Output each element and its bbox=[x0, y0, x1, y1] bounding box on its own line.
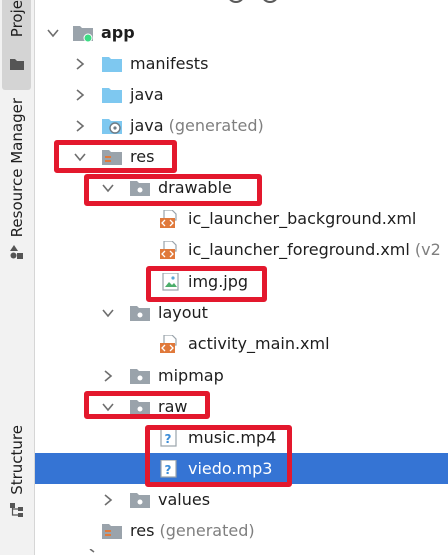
chevron-right-icon[interactable] bbox=[73, 88, 87, 102]
package-folder-icon bbox=[130, 368, 150, 384]
tree-row-music[interactable]: ? music.mp4 bbox=[35, 422, 448, 453]
tree-row-res-generated[interactable]: res (generated) bbox=[35, 515, 448, 546]
tree-row-java[interactable]: java bbox=[35, 79, 448, 110]
java-generated-suffix: (generated) bbox=[168, 115, 264, 135]
generated-folder-icon bbox=[102, 118, 122, 134]
tree-row-raw[interactable]: raw bbox=[35, 391, 448, 422]
ic-fg-name: ic_launcher_foreground.xml bbox=[188, 239, 410, 259]
tree-label-drawable: drawable bbox=[158, 177, 232, 197]
resource-manager-tab-label: Resource Manager bbox=[7, 98, 26, 238]
tree-label-java: java bbox=[130, 84, 164, 104]
tree-label-values: values bbox=[158, 489, 211, 509]
res-folder-icon bbox=[102, 149, 122, 165]
tree-row-app[interactable]: app bbox=[35, 17, 448, 48]
project-tool-tab[interactable]: Proje bbox=[2, 0, 31, 90]
tree-row-layout[interactable]: layout bbox=[35, 297, 448, 328]
tree-label-viedo: viedo.mp3 bbox=[188, 458, 273, 478]
package-folder-icon bbox=[130, 180, 150, 196]
xml-file-icon bbox=[160, 209, 177, 228]
chevron-right-icon[interactable] bbox=[101, 369, 115, 383]
tree-label-java-generated: java (generated) bbox=[130, 116, 264, 136]
chevron-down-icon[interactable] bbox=[73, 150, 87, 164]
resource-manager-tool-tab[interactable]: Resource Manager bbox=[2, 98, 31, 283]
tree-row-activity-main[interactable]: activity_main.xml bbox=[35, 328, 448, 359]
java-generated-name: java bbox=[130, 115, 164, 135]
chevron-down-icon[interactable] bbox=[101, 306, 115, 320]
xml-file-icon bbox=[160, 240, 177, 259]
tree-row-manifests[interactable]: manifests bbox=[35, 48, 448, 79]
tree-label-mipmap: mipmap bbox=[158, 365, 224, 385]
chevron-down-icon[interactable] bbox=[101, 400, 115, 414]
folder-icon bbox=[102, 87, 122, 103]
unknown-file-icon: ? bbox=[160, 428, 177, 447]
project-tab-label: Proje bbox=[7, 0, 26, 38]
tree-row-ic-launcher-foreground[interactable]: ic_launcher_foreground.xml (v2 bbox=[35, 234, 448, 265]
project-tree[interactable]: app manifests java java (generated) res … bbox=[35, 0, 448, 555]
tree-label-app: app bbox=[101, 22, 135, 42]
chevron-right-icon bbox=[89, 549, 95, 553]
image-file-icon bbox=[162, 272, 179, 291]
svg-text:?: ? bbox=[165, 463, 172, 477]
module-icon bbox=[73, 25, 93, 42]
package-folder-icon bbox=[130, 399, 150, 415]
tree-label-ic-launcher-foreground: ic_launcher_foreground.xml (v2 bbox=[188, 240, 441, 260]
tree-label-activity-main: activity_main.xml bbox=[188, 333, 330, 353]
res-generated-suffix: (generated) bbox=[159, 520, 255, 540]
structure-icon bbox=[9, 502, 23, 517]
package-folder-icon bbox=[130, 305, 150, 321]
tree-label-res: res bbox=[130, 146, 155, 166]
tree-row-viedo[interactable]: ? viedo.mp3 bbox=[35, 453, 448, 484]
tree-label-img: img.jpg bbox=[188, 271, 249, 291]
xml-file-icon bbox=[160, 334, 177, 353]
tree-label-ic-launcher-background: ic_launcher_background.xml bbox=[188, 208, 417, 228]
ic-fg-suffix: (v2 bbox=[414, 239, 441, 259]
chevron-right-icon[interactable] bbox=[73, 119, 87, 133]
tree-row-img[interactable]: img.jpg bbox=[35, 266, 448, 297]
tree-label-manifests: manifests bbox=[130, 53, 209, 73]
toolbar-icons-fragment bbox=[229, 0, 277, 3]
tree-label-res-generated: res (generated) bbox=[130, 521, 255, 541]
highlight-box-media bbox=[145, 425, 292, 487]
res-generated-name: res bbox=[130, 520, 155, 540]
tree-label-music: music.mp4 bbox=[188, 427, 277, 447]
svg-text:?: ? bbox=[165, 432, 172, 446]
highlight-box-drawable bbox=[84, 174, 262, 206]
tree-label-layout: layout bbox=[158, 302, 208, 322]
unknown-file-icon: ? bbox=[160, 459, 177, 478]
chevron-right-icon[interactable] bbox=[73, 57, 87, 71]
tree-label-raw: raw bbox=[158, 396, 188, 416]
chevron-down-icon[interactable] bbox=[101, 181, 115, 195]
chevron-right-icon[interactable] bbox=[101, 493, 115, 507]
folder-icon bbox=[9, 59, 24, 70]
tree-row-res[interactable]: res bbox=[35, 141, 448, 172]
shapes-icon bbox=[9, 245, 23, 260]
highlight-box-img bbox=[146, 266, 267, 302]
tool-window-strip: Proje Resource Manager Structure bbox=[0, 0, 35, 555]
res-folder-icon bbox=[102, 523, 122, 539]
highlight-box-res bbox=[54, 140, 177, 173]
structure-tool-tab[interactable]: Structure bbox=[2, 425, 31, 525]
package-folder-icon bbox=[130, 492, 150, 508]
highlight-box-raw bbox=[84, 391, 210, 419]
tree-row-java-generated[interactable]: java (generated) bbox=[35, 110, 448, 141]
tree-row-mipmap[interactable]: mipmap bbox=[35, 360, 448, 391]
structure-tab-label: Structure bbox=[7, 425, 26, 495]
tree-row-values[interactable]: values bbox=[35, 484, 448, 515]
tree-row-ic-launcher-background[interactable]: ic_launcher_background.xml bbox=[35, 203, 448, 234]
folder-icon bbox=[102, 56, 122, 72]
tree-row-drawable[interactable]: drawable bbox=[35, 172, 448, 203]
chevron-down-icon[interactable] bbox=[46, 26, 60, 40]
